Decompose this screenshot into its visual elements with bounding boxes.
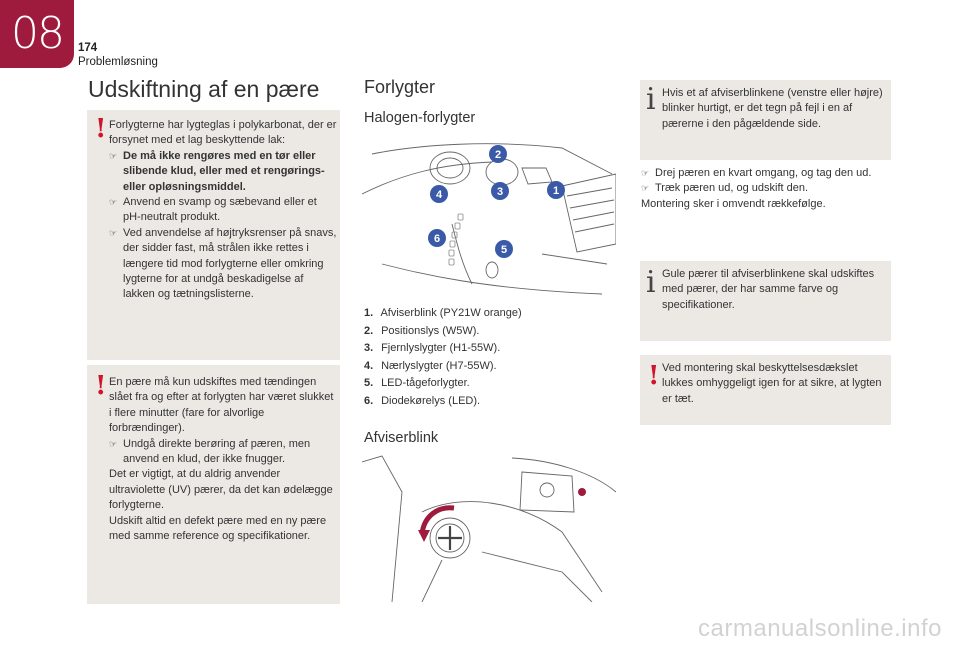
list-item: ☞ Træk pæren ud, og udskift den. — [641, 181, 891, 196]
subsection-title: Afviserblink — [364, 430, 439, 446]
warning-box-cover: ! Ved montering skal beskyttelsesdækslet… — [640, 355, 891, 425]
callout-1 — [547, 181, 565, 199]
list-item: 5. LED-tågeforlygter. — [364, 377, 470, 390]
page-title: Udskiftning af en pære — [88, 76, 320, 102]
section-title: Forlygter — [364, 77, 436, 97]
exclamation-icon: ! — [648, 361, 660, 391]
marker-dot — [578, 488, 586, 496]
exclamation-icon: ! — [95, 371, 107, 401]
list-item: ☞ Drej pæren en kvart omgang, og tag den… — [641, 166, 891, 181]
list-item: 3. Fjernlyslygter (H1-55W). — [364, 342, 501, 355]
bulb-list: 1. Afviserblink (PY21W orange) 2. Positi… — [364, 305, 614, 411]
info-box-yellow-bulbs: i Gule pærer til afviserblinkene skal ud… — [640, 261, 891, 341]
info-icon: i — [646, 265, 656, 300]
list-item: 4. Nærlyslygter (H7-55W). — [364, 359, 497, 372]
callout-6 — [428, 229, 446, 247]
warning-paragraph: Udskift altid en defekt pære med en ny p… — [109, 514, 327, 543]
info-icon: i — [646, 82, 656, 117]
warning-text: Ved montering skal beskyttelsesdækslet l… — [662, 362, 882, 405]
page-number: 174 — [78, 42, 98, 54]
pointing-hand-icon: ☞ — [109, 197, 118, 208]
warning-intro: Forlygterne har lygteglas i polykarbonat… — [109, 119, 337, 147]
rotate-arrow-icon — [419, 505, 455, 535]
watermark: carmanualsonline.info — [698, 615, 942, 642]
section-name: Problemløsning — [78, 56, 158, 68]
warning-paragraph: Det er vigtigt, at du aldrig anvender ul… — [109, 468, 333, 512]
info-box-blink: i Hvis et af afviserblinkene (venstre el… — [640, 80, 891, 160]
callout-4 — [430, 185, 448, 203]
step-note: Montering sker i omvendt rækkefølge. — [641, 197, 826, 210]
warning-box-polycarbonate: ! Forlygterne har lygteglas i polykarbon… — [87, 110, 340, 360]
list-item: 2. Positionslys (W5W). — [364, 324, 480, 337]
list-item: 6. Diodekørelys (LED). — [364, 394, 481, 407]
callout-label: 2 — [495, 149, 501, 161]
list-item: ☞ Undgå direkte berøring af pæren, men a… — [109, 437, 337, 468]
info-text: Hvis et af afviserblinkene (venstre elle… — [662, 87, 883, 130]
pointing-hand-icon: ☞ — [641, 183, 650, 194]
list-item: ☞ De må ikke rengøres med en tør eller s… — [109, 149, 337, 195]
callout-5 — [495, 240, 513, 258]
callout-label: 6 — [434, 233, 440, 245]
list-item: ☞ Ved anvendelse af højtryksrenser på sn… — [109, 226, 337, 303]
callout-2 — [489, 145, 507, 163]
pointing-hand-icon: ☞ — [109, 438, 118, 449]
callout-label: 3 — [497, 186, 503, 198]
exclamation-icon: ! — [95, 114, 107, 144]
info-text: Gule pærer til afviserblinkene skal udsk… — [662, 268, 875, 311]
chapter-tab: 08 — [0, 0, 74, 68]
pointing-hand-icon: ☞ — [109, 227, 118, 238]
pointing-hand-icon: ☞ — [641, 168, 650, 178]
callout-label: 1 — [553, 185, 559, 197]
headlamp-diagram: 1 2 3 4 5 6 — [362, 143, 616, 295]
pointing-hand-icon: ☞ — [109, 150, 118, 161]
callout-label: 4 — [436, 189, 443, 201]
indicator-diagram — [362, 455, 616, 602]
list-item: 1. Afviserblink (PY21W orange) — [364, 307, 522, 319]
list-item: ☞ Anvend en svamp og sæbevand eller et p… — [109, 195, 337, 226]
callout-3 — [491, 182, 509, 200]
warning-intro: En pære må kun udskiftes med tændingen s… — [109, 376, 334, 435]
callout-label: 5 — [501, 244, 507, 256]
warning-box-bulb: ! En pære må kun udskiftes med tændingen… — [87, 365, 340, 604]
subsection-title: Halogen-forlygter — [364, 110, 476, 126]
